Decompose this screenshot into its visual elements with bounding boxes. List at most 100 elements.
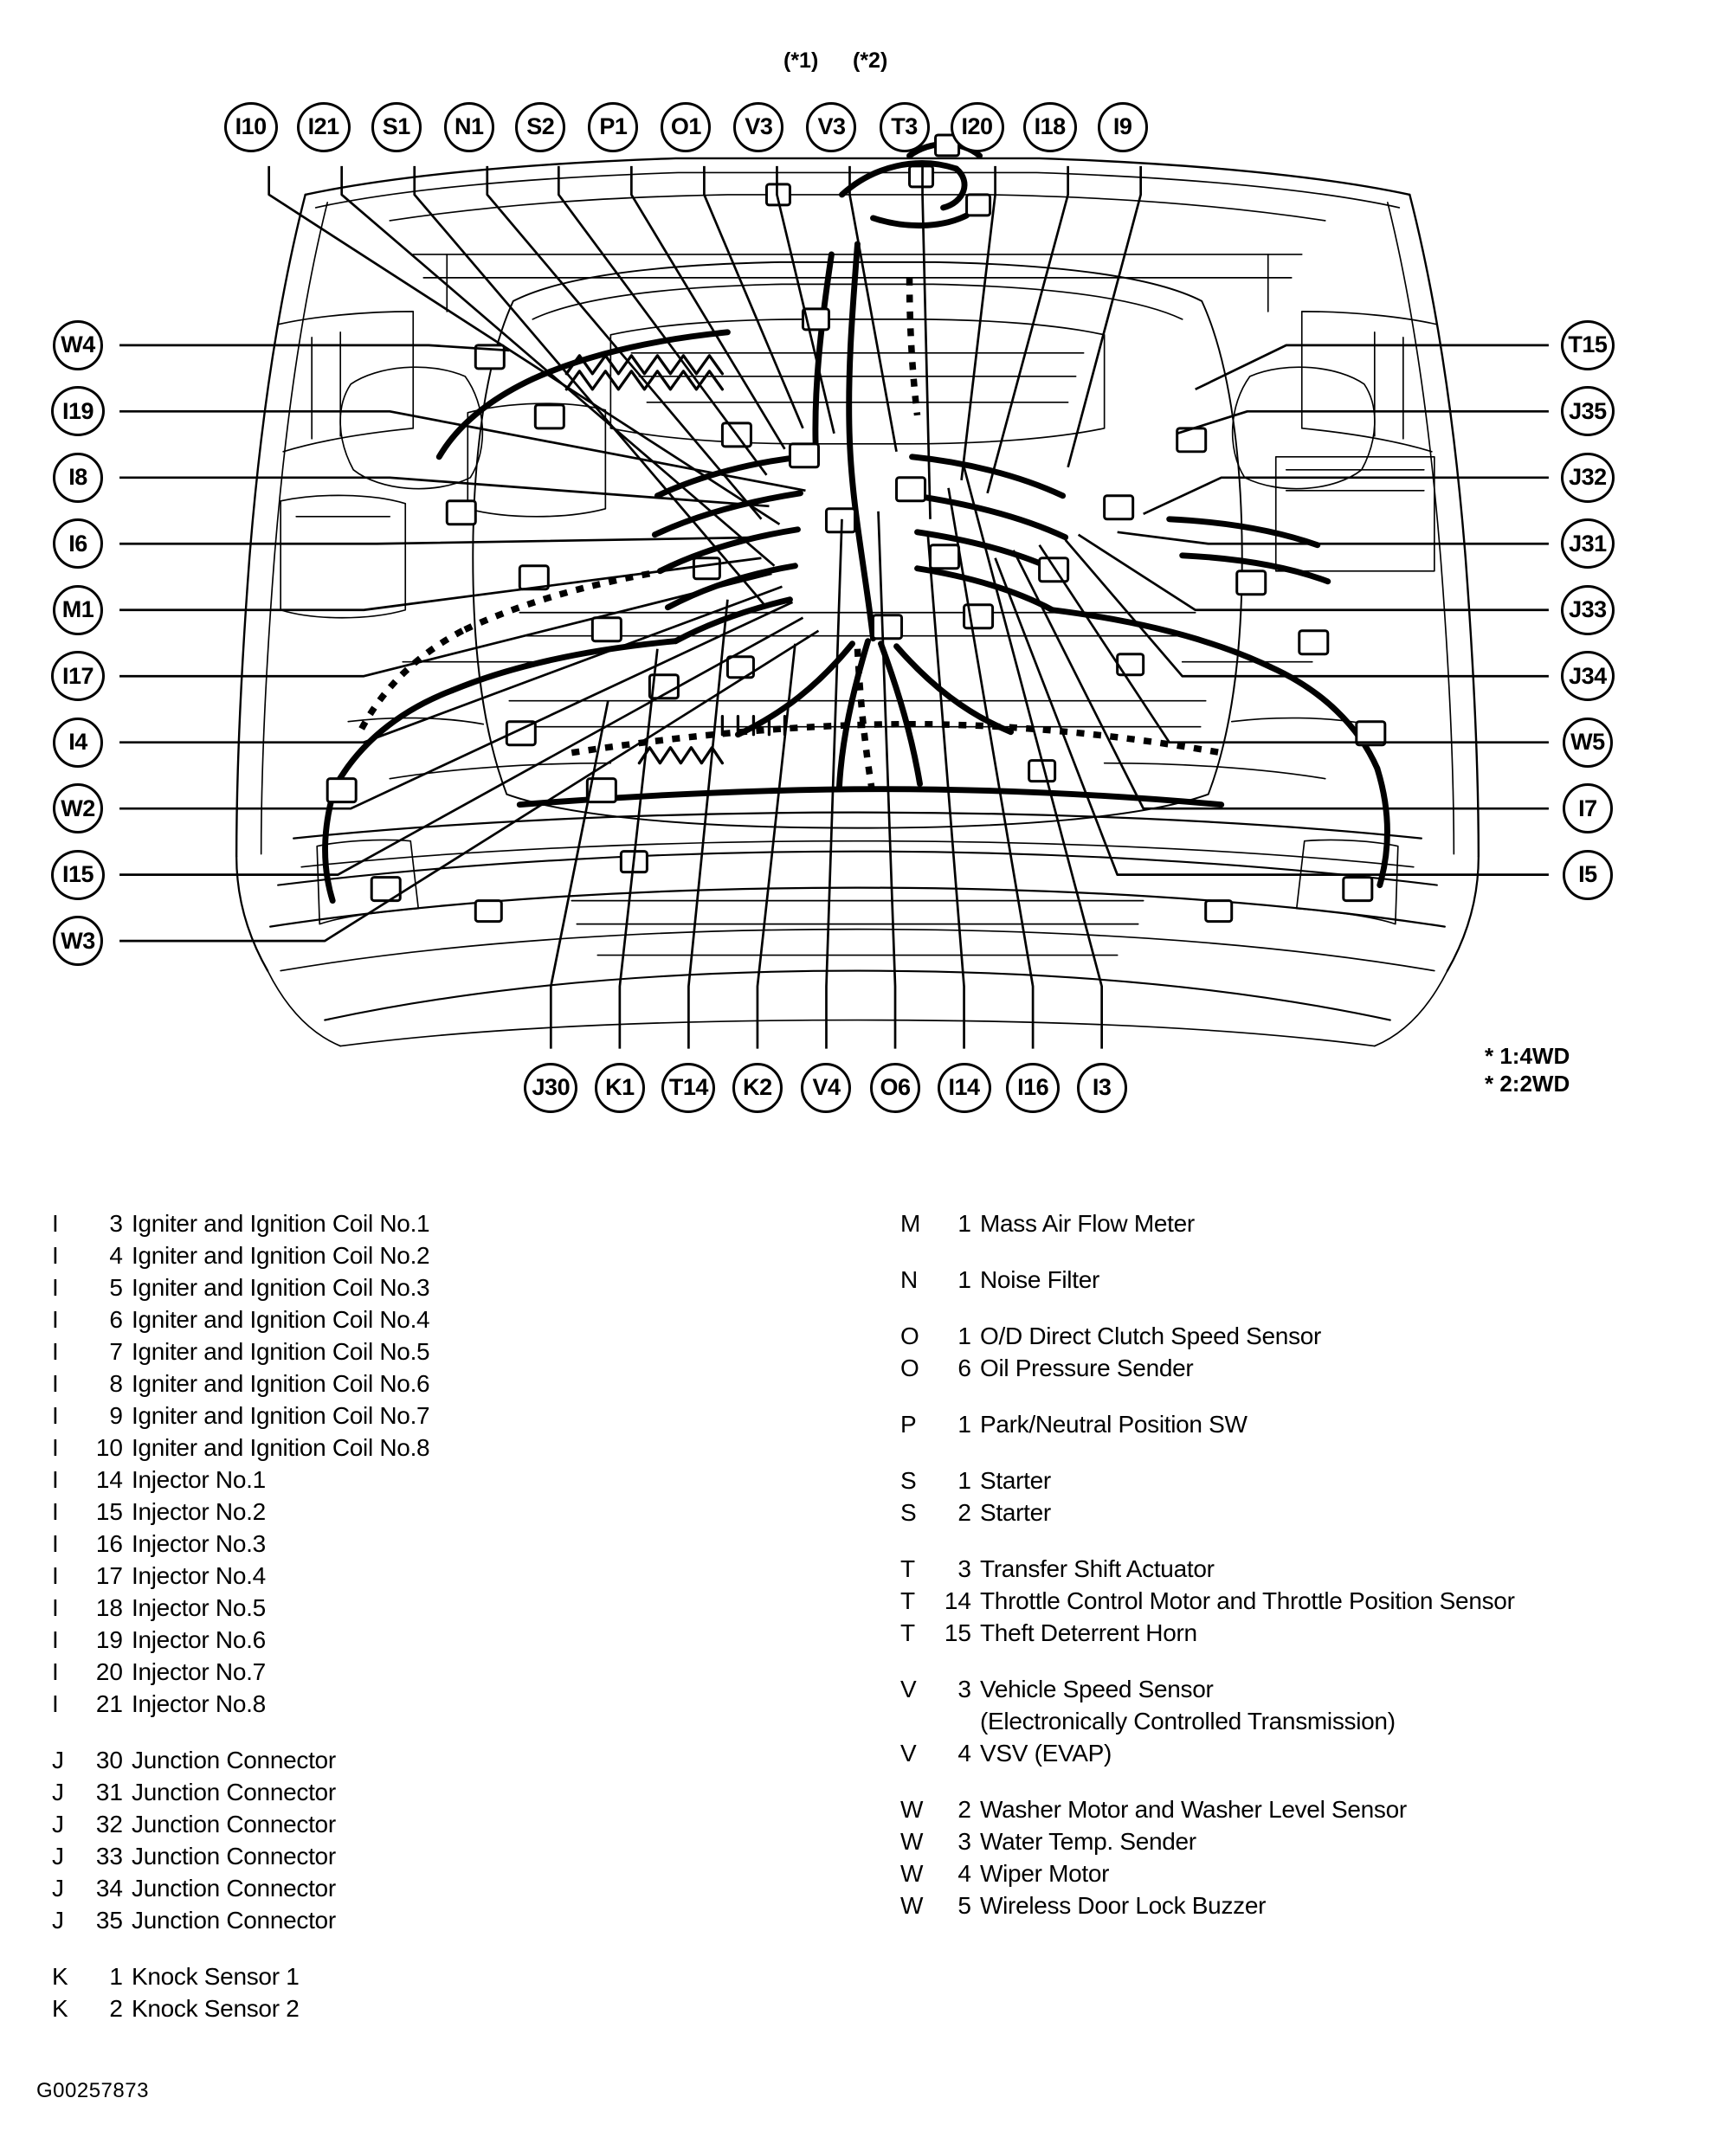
callout-j33-right-4[interactable]: J33: [1560, 584, 1615, 635]
legend-letter: I: [52, 1594, 59, 1621]
callout-i17-left-5[interactable]: I17: [51, 651, 106, 702]
legend-number: 2: [957, 1499, 971, 1526]
legend-number: 15: [944, 1619, 971, 1646]
legend-number: 4: [957, 1740, 971, 1767]
legend-letter: W: [900, 1860, 924, 1887]
callout-i16-bottom-7[interactable]: I16: [1006, 1062, 1061, 1113]
legend-description: Theft Deterrent Horn: [980, 1619, 1197, 1646]
callout-v3-top-8[interactable]: V3: [806, 101, 857, 152]
callout-j32-right-2[interactable]: J32: [1560, 452, 1615, 503]
legend-description: Injector No.3: [132, 1530, 266, 1557]
legend-description: VSV (EVAP): [980, 1740, 1112, 1767]
engine-bay-drawing: [119, 133, 1549, 1049]
callout-v4-bottom-4[interactable]: V4: [801, 1062, 852, 1113]
legend-number: 14: [95, 1466, 123, 1493]
legend-row: J 35 Junction Connector: [52, 1904, 831, 1936]
legend-letter: W: [900, 1796, 924, 1823]
legend-letter: J: [52, 1907, 64, 1934]
callout-v3-top-7[interactable]: V3: [733, 101, 784, 152]
legend-description: Junction Connector: [132, 1907, 336, 1934]
callout-i19-left-1[interactable]: I19: [51, 386, 106, 437]
legend-letter: O: [900, 1323, 919, 1349]
callout-p1-top-5[interactable]: P1: [588, 101, 639, 152]
legend-number: 1: [957, 1210, 971, 1237]
legend-letter: I: [52, 1562, 59, 1589]
legend-letter: S: [900, 1467, 917, 1494]
legend-letter: J: [52, 1875, 64, 1902]
callout-i5-right-8[interactable]: I5: [1562, 849, 1613, 900]
callout-i7-right-7[interactable]: I7: [1562, 783, 1613, 834]
callout-w5-right-6[interactable]: W5: [1562, 717, 1613, 768]
drivetrain-footnote: * 1:4WD * 2:2WD: [1485, 1043, 1570, 1097]
legend-number: 2: [109, 1995, 123, 2022]
legend-description: Injector No.8: [132, 1690, 266, 1717]
callout-i6-left-3[interactable]: I6: [53, 518, 104, 570]
callout-n1-top-3[interactable]: N1: [443, 101, 494, 152]
legend-description: Wireless Door Lock Buzzer: [980, 1892, 1267, 1919]
callout-t15-right-0[interactable]: T15: [1560, 319, 1615, 370]
legend-number: 1: [957, 1467, 971, 1494]
callout-j31-right-3[interactable]: J31: [1560, 518, 1615, 570]
legend-number: 18: [95, 1594, 123, 1621]
legend-number: 1: [957, 1323, 971, 1349]
legend-description: Igniter and Ignition Coil No.4: [132, 1306, 430, 1333]
legend-letter: I: [52, 1402, 59, 1429]
callout-k2-bottom-3[interactable]: K2: [732, 1062, 783, 1113]
legend-description: Igniter and Ignition Coil No.3: [132, 1274, 430, 1301]
callout-k1-bottom-1[interactable]: K1: [594, 1062, 645, 1113]
star-marker-2: (*2): [853, 48, 888, 73]
callout-w4-left-0[interactable]: W4: [53, 319, 104, 370]
callout-w3-left-9[interactable]: W3: [53, 916, 104, 967]
callout-i18-top-11[interactable]: I18: [1022, 101, 1077, 152]
callout-o6-bottom-5[interactable]: O6: [870, 1062, 921, 1113]
leader-lines: [119, 165, 1549, 1049]
callout-m1-left-4[interactable]: M1: [53, 584, 104, 635]
callout-w2-left-7[interactable]: W2: [53, 783, 104, 834]
legend-letter: I: [52, 1626, 59, 1653]
callout-i9-top-12[interactable]: I9: [1097, 101, 1148, 152]
legend-description: Starter: [980, 1499, 1051, 1526]
legend-description: Injector No.2: [132, 1498, 266, 1525]
legend-description: Igniter and Ignition Coil No.2: [132, 1242, 430, 1269]
star-marker-1: (*1): [783, 48, 819, 73]
legend-number: 4: [957, 1860, 971, 1887]
legend-letter: T: [900, 1587, 916, 1614]
legend-number: 14: [944, 1587, 971, 1614]
callout-i10-top-0[interactable]: I10: [223, 101, 278, 152]
callout-j30-bottom-0[interactable]: J30: [524, 1062, 578, 1113]
legend-number: 9: [109, 1402, 123, 1429]
callout-o1-top-6[interactable]: O1: [661, 101, 712, 152]
legend-letter: I: [52, 1370, 59, 1397]
callout-i20-top-10[interactable]: I20: [950, 101, 1004, 152]
callout-i4-left-6[interactable]: I4: [53, 717, 104, 768]
legend-letter: I: [52, 1690, 59, 1717]
callout-i14-bottom-6[interactable]: I14: [937, 1062, 991, 1113]
legend-letter: V: [900, 1740, 917, 1767]
callout-s1-top-2[interactable]: S1: [371, 101, 422, 152]
callout-i3-bottom-8[interactable]: I3: [1076, 1062, 1127, 1113]
callout-j34-right-5[interactable]: J34: [1560, 651, 1615, 702]
legend-description: Injector No.7: [132, 1658, 266, 1685]
callout-i8-left-2[interactable]: I8: [53, 452, 104, 503]
callout-s2-top-4[interactable]: S2: [515, 101, 566, 152]
callout-i21-top-1[interactable]: I21: [296, 101, 351, 152]
legend-number: 35: [95, 1907, 123, 1934]
callout-t14-bottom-2[interactable]: T14: [661, 1062, 716, 1113]
callout-t3-top-9[interactable]: T3: [879, 101, 930, 152]
legend-description: Starter: [980, 1467, 1051, 1494]
legend-description: Mass Air Flow Meter: [980, 1210, 1195, 1237]
legend-letter: J: [52, 1843, 64, 1870]
callout-j35-right-1[interactable]: J35: [1560, 386, 1615, 437]
callout-i15-left-8[interactable]: I15: [51, 849, 106, 900]
legend-letter: P: [900, 1411, 917, 1438]
